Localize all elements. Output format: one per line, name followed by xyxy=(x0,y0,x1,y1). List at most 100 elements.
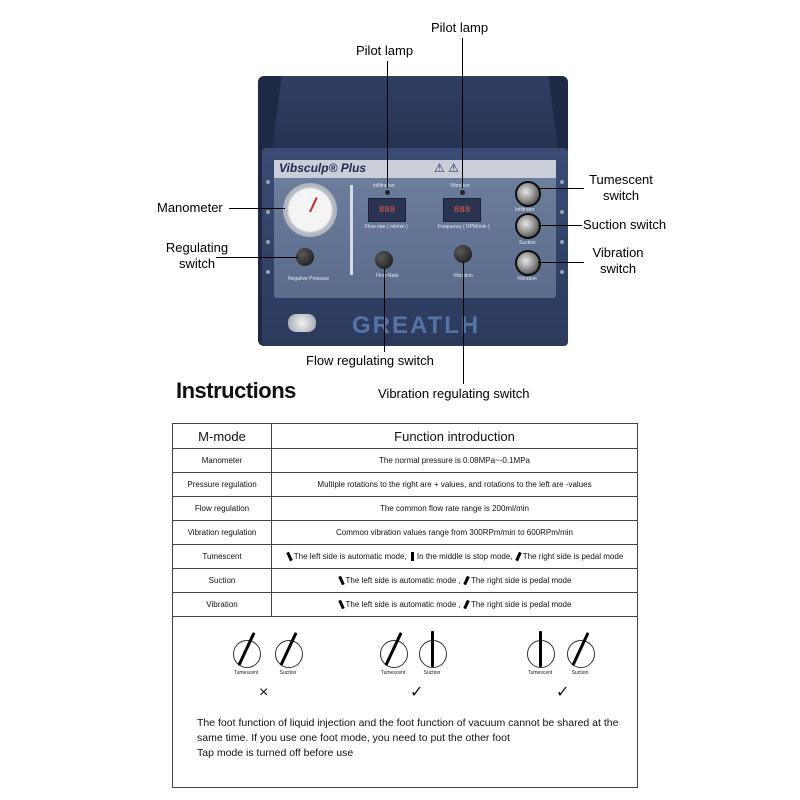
right-mark-icon: ✓ xyxy=(410,684,424,701)
function-cell: The left side is automatic mode , The ri… xyxy=(271,568,638,593)
callout-suction-switch: Suction switch xyxy=(583,217,667,232)
column-header-function: Function introduction xyxy=(271,423,638,449)
tumescent-right-text: The right side is pedal mode xyxy=(522,551,624,561)
frequency-display: 888 xyxy=(443,198,481,222)
output-fitting xyxy=(288,314,316,332)
tumescent-middle-text: In the middle is stop mode, xyxy=(416,551,513,561)
flow-rate-digits: 888 xyxy=(378,205,396,215)
brand-logo: Vibsculp® Plus xyxy=(279,161,367,175)
leader-line xyxy=(216,257,298,258)
regulating-knob[interactable] xyxy=(296,248,314,266)
instructions-table: M-mode Function introduction Manometer T… xyxy=(172,423,638,617)
suction-label: Suction xyxy=(279,670,297,676)
flow-rate-knob[interactable] xyxy=(375,251,393,269)
table-row: Manometer The normal pressure is 0.08MPa… xyxy=(172,448,638,473)
function-cell: The left side is automatic mode , The ri… xyxy=(271,592,638,617)
frequency-digits: 888 xyxy=(453,205,471,215)
suction-switch-diagram xyxy=(419,631,447,668)
tumescent-left-text: The left side is automatic mode, xyxy=(293,551,407,561)
vibration-knob[interactable] xyxy=(454,245,472,263)
panel-band xyxy=(274,160,556,178)
right-mark-icon: ✓ xyxy=(556,684,570,701)
flow-rate-unit: Flow rate ( ml/min ) xyxy=(365,224,408,230)
table-row: Tumescent The left side is automatic mod… xyxy=(172,544,638,569)
tumescent-label: Tumescent xyxy=(233,670,259,676)
screw xyxy=(266,240,270,244)
mode-cell: Pressure regulation xyxy=(172,472,272,497)
tumescent-switch-diagram xyxy=(233,632,261,668)
switch-right-icon xyxy=(463,575,470,586)
pressure-tube xyxy=(350,185,353,275)
note-line: same time. If you use one foot mode, you… xyxy=(197,732,510,744)
tumescent-switch[interactable] xyxy=(515,181,541,207)
callout-pilot-lamp-right: Pilot lamp xyxy=(431,20,489,35)
leader-line xyxy=(384,268,385,352)
suction-switch[interactable] xyxy=(515,213,541,239)
watermark: GREATLH xyxy=(352,312,481,339)
suction-left-text: The left side is automatic mode , xyxy=(345,575,461,585)
frequency-unit: Frequency ( RPM/min ) xyxy=(438,224,490,230)
function-cell: Multiple rotations to the right are + va… xyxy=(271,472,638,497)
switch-right-icon xyxy=(515,551,522,562)
screw xyxy=(266,210,270,214)
screw xyxy=(560,270,564,274)
wrong-mark-icon: × xyxy=(259,684,269,701)
screw xyxy=(560,180,564,184)
callout-vibration-regulating-switch: Vibration regulating switch xyxy=(378,386,530,401)
function-cell: Common vibration values range from 300RP… xyxy=(271,520,638,545)
flow-rate-knob-label: Flow Rate xyxy=(376,273,399,279)
table-header-row: M-mode Function introduction xyxy=(172,423,638,449)
mode-cell: Suction xyxy=(172,568,272,593)
vibration-lamp-label: Vibration xyxy=(450,183,470,189)
vibration-left-text: The left side is automatic mode , xyxy=(345,599,461,609)
mode-cell: Manometer xyxy=(172,448,272,473)
suction-label: Suction xyxy=(423,670,441,676)
mode-cell: Tumescent xyxy=(172,544,272,569)
instructions-heading: Instructions xyxy=(176,378,296,403)
function-cell: The common flow rate range is 200ml/min xyxy=(271,496,638,521)
mode-cell: Flow regulation xyxy=(172,496,272,521)
suction-switch-diagram xyxy=(567,632,595,668)
screw xyxy=(266,180,270,184)
vibration-right-text: The right side is pedal mode xyxy=(470,599,572,609)
callout-vibration-switch: Vibration switch xyxy=(592,245,644,276)
usage-note: The foot function of liquid injection an… xyxy=(197,716,637,761)
table-row: Vibration regulation Common vibration va… xyxy=(172,520,638,545)
leader-line xyxy=(462,38,463,188)
vibration-switch[interactable] xyxy=(515,250,541,276)
switch-left-icon xyxy=(337,599,345,610)
leader-line xyxy=(387,61,388,188)
suction-label: Suction xyxy=(571,670,589,676)
switch-left-icon xyxy=(337,575,345,586)
suction-switch-diagram xyxy=(275,632,303,668)
note-line: Tap mode is turned off before use xyxy=(197,747,354,759)
switch-right-icon xyxy=(463,599,470,610)
function-cell: The normal pressure is 0.08MPa~-0.1MPa xyxy=(271,448,638,473)
leader-line xyxy=(538,262,584,263)
screw xyxy=(560,240,564,244)
infiltrator-label: Infiltrator xyxy=(515,207,535,213)
pilot-lamp xyxy=(385,190,390,195)
mode-cell: Vibration regulation xyxy=(172,520,272,545)
callout-pilot-lamp-left: Pilot lamp xyxy=(356,43,414,58)
table-row: Vibration The left side is automatic mod… xyxy=(172,592,638,617)
tumescent-label: Tumescent xyxy=(380,670,406,676)
pilot-lamp xyxy=(460,190,465,195)
column-header-mode: M-mode xyxy=(172,423,272,449)
tumescent-label: Tumescent xyxy=(527,670,553,676)
flow-rate-display: 888 xyxy=(368,198,406,222)
leader-line xyxy=(538,188,584,189)
vibration-knob-label: Vibration xyxy=(453,273,473,279)
leader-line xyxy=(538,225,582,226)
infiltration-label: Infiltration xyxy=(373,183,395,189)
callout-tumescent-switch: Tumescent switch xyxy=(589,172,653,203)
callout-flow-regulating-switch: Flow regulating switch xyxy=(306,353,434,368)
warning-icon: ⚠ ⚠ xyxy=(434,161,459,175)
suction-label: Suction xyxy=(519,240,536,246)
callout-regulating-switch: Regulating switch xyxy=(165,240,229,271)
tumescent-switch-diagram xyxy=(527,631,555,668)
screw xyxy=(266,270,270,274)
table-row: Flow regulation The common flow rate ran… xyxy=(172,496,638,521)
callout-manometer: Manometer xyxy=(157,200,223,215)
switch-middle-icon xyxy=(410,552,414,562)
